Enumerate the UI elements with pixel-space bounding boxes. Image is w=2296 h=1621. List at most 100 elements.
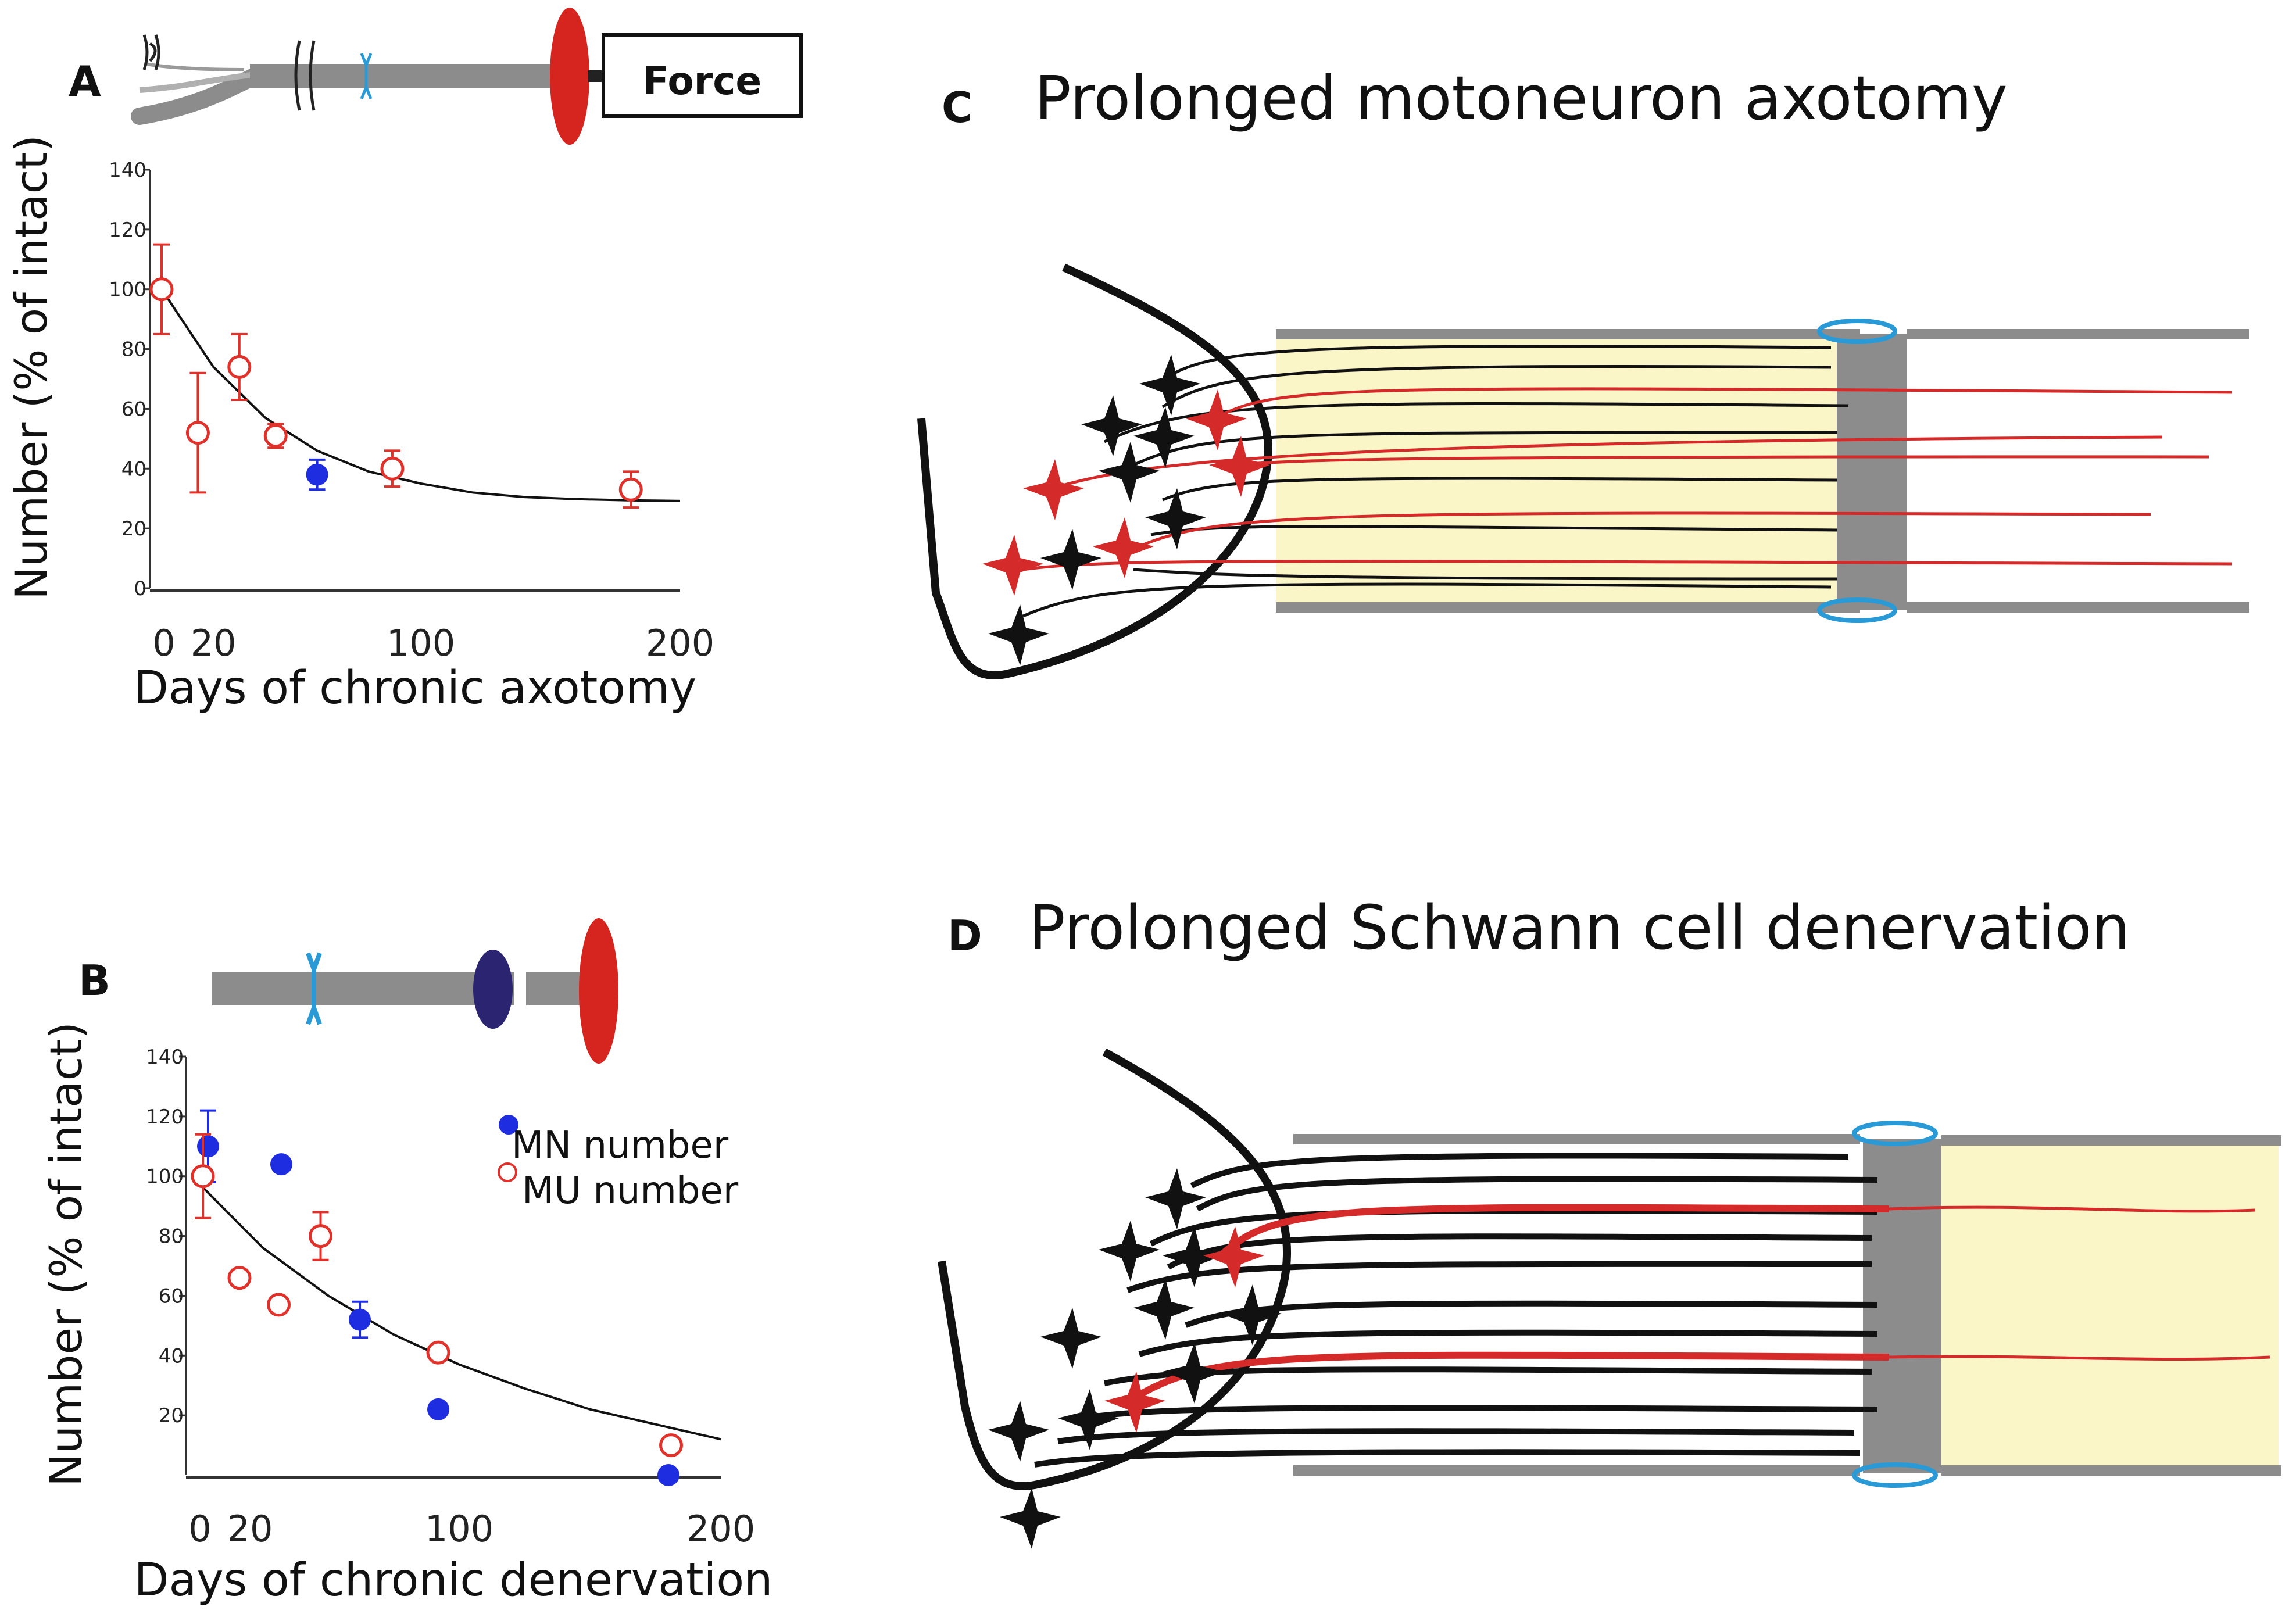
data-point-open <box>185 421 210 445</box>
data-point-filled <box>306 463 328 486</box>
nerve-blocker-icon <box>473 950 513 1029</box>
nerve-branch-lower <box>131 67 264 125</box>
suture-knot-icon <box>294 40 316 111</box>
x-tick-label: 200 <box>686 1508 755 1550</box>
panel-d-label: D <box>947 911 982 960</box>
nerve-trunk-b <box>212 972 514 1005</box>
x-tick-label: 100 <box>425 1508 493 1550</box>
nerve-branch-thin <box>145 62 245 71</box>
y-tick-label: 100 <box>109 278 146 302</box>
data-point-open <box>227 1266 252 1290</box>
y-tick-label: 100 <box>146 1165 184 1189</box>
legend-mn-marker <box>499 1115 518 1135</box>
y-tick-label: 60 <box>121 398 146 421</box>
neurons-d <box>988 1168 1282 1549</box>
nerve-trunk <box>250 64 552 88</box>
ylabel-a: Number (% of intact) <box>5 135 57 600</box>
muscle-b-icon <box>579 918 618 1064</box>
y-tick-label: 80 <box>121 338 146 362</box>
suture-top-c-icon <box>1817 319 1897 344</box>
panel-b-label: B <box>78 956 110 1005</box>
coaptation-site-c <box>1837 334 1907 610</box>
ylabel-b: Number (% of intact) <box>40 1022 92 1487</box>
legend-mn-label: MN number <box>512 1124 729 1167</box>
spinal-cord-outline-c <box>917 263 1272 679</box>
x-tick-label: 200 <box>646 622 714 664</box>
force-label: Force <box>643 59 761 103</box>
neurons-c <box>982 355 1270 665</box>
panel-d-diagram <box>938 1048 2281 1549</box>
y-tick-label: 40 <box>159 1344 184 1368</box>
data-point-open <box>263 424 288 448</box>
data-point-filled <box>657 1464 679 1486</box>
y-tick-label: 140 <box>146 1046 184 1069</box>
cuff-suture-b-icon <box>306 952 322 1025</box>
proximal-stump-c <box>1276 334 1857 607</box>
panel-a-schematic: Force <box>131 8 803 145</box>
panel-a-label: A <box>69 57 101 106</box>
panel-c: C Prolonged motoneuron axotomy <box>917 63 2249 679</box>
y-tick-label: 80 <box>159 1225 184 1248</box>
x-tick-label: 20 <box>227 1508 273 1550</box>
muscle-icon <box>550 8 589 145</box>
data-point-filled <box>427 1398 449 1420</box>
tendon-link <box>588 70 605 82</box>
cuff-suture-icon <box>360 53 373 99</box>
panel-c-diagram <box>917 263 2249 679</box>
suture-bottom-c-icon <box>1817 597 1897 623</box>
suture-bottom-d-icon <box>1852 1462 1938 1488</box>
points-b <box>191 1109 683 1486</box>
axons-black-c <box>1022 345 1849 618</box>
y-tick-label: 120 <box>109 219 146 242</box>
panel-b-schematic <box>212 918 618 1064</box>
nerve-branch-upper <box>139 71 256 93</box>
spinal-cord-outline-d <box>938 1048 1291 1490</box>
y-tick-label: 120 <box>146 1105 184 1129</box>
suture-top-d-icon <box>1852 1121 1938 1146</box>
axons-red-d <box>1138 1204 1890 1398</box>
y-tick-label: 20 <box>121 517 146 541</box>
legend-mu-label: MU number <box>522 1169 739 1212</box>
panel-c-label: C <box>942 83 972 132</box>
y-tick-label: 20 <box>159 1404 184 1427</box>
data-point-open <box>426 1340 450 1365</box>
ligature-icon <box>142 34 160 70</box>
data-point-open <box>618 477 643 502</box>
data-point-open <box>191 1164 215 1189</box>
data-point-open <box>309 1224 332 1248</box>
data-point-open <box>149 277 174 302</box>
data-point-filled <box>349 1308 371 1331</box>
data-point-filled <box>197 1135 219 1158</box>
panel-d: D Prolonged Schwann cell denervation <box>938 892 2281 1549</box>
x-tick-label: 20 <box>191 622 237 664</box>
axons-black-d <box>1034 1153 1878 1468</box>
y-tick-label: 0 <box>134 577 146 600</box>
regenerated-axons-d <box>1889 1205 2270 1361</box>
data-point-open <box>227 355 252 379</box>
force-transducer-box <box>602 33 803 118</box>
x-tick-label: 0 <box>152 622 175 664</box>
xlabel-a: Days of chronic axotomy <box>134 662 696 714</box>
legend-mu-marker <box>498 1162 517 1182</box>
x-tick-label: 0 <box>188 1508 211 1550</box>
x-ticks-a: 0 20 100 200 <box>152 622 714 664</box>
fit-curve-a <box>160 288 681 502</box>
x-ticks-b: 0 20 100 200 <box>188 1508 755 1550</box>
data-point-open <box>659 1433 683 1458</box>
points-a <box>149 243 643 509</box>
legend-b: MN number MU number <box>498 1115 739 1212</box>
panel-d-title: Prolonged Schwann cell denervation <box>1029 892 2130 963</box>
x-tick-label: 100 <box>387 622 455 664</box>
data-point-open <box>380 456 405 481</box>
data-point-open <box>267 1293 291 1317</box>
data-point-filled <box>270 1153 292 1176</box>
fit-curve-b <box>196 1181 721 1441</box>
panel-c-title: Prolonged motoneuron axotomy <box>1035 63 2008 134</box>
y-tick-label: 140 <box>109 159 146 182</box>
